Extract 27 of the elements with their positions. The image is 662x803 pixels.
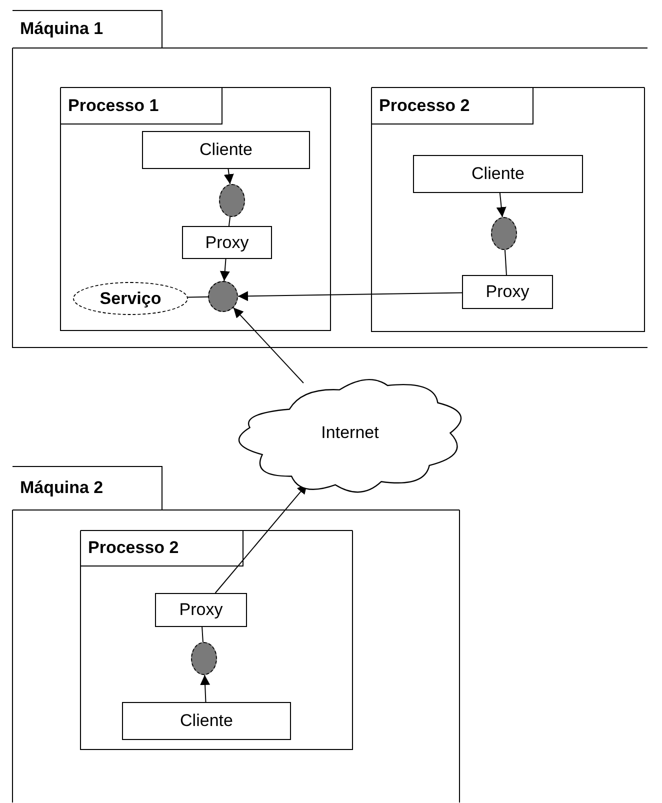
- component-box: Cliente: [122, 702, 291, 740]
- arrow: [496, 192, 506, 218]
- component-box: Cliente: [142, 131, 310, 169]
- connector-line: [187, 296, 208, 298]
- interface-ellipse: [491, 217, 517, 250]
- arrow: [224, 168, 234, 185]
- service-ellipse: Serviço: [73, 282, 188, 315]
- arrow: [238, 291, 462, 302]
- container-title: Processo 2: [88, 538, 179, 558]
- component-box: Proxy: [462, 275, 553, 309]
- component-box: Proxy: [155, 593, 247, 627]
- arrow: [220, 258, 230, 282]
- container-title: Máquina 2: [20, 478, 104, 498]
- interface-ellipse: [191, 642, 217, 675]
- cloud-label: Internet: [321, 423, 379, 443]
- connector-line: [228, 216, 231, 226]
- arrow: [232, 307, 304, 384]
- interface-ellipse: [219, 184, 245, 217]
- component-box: Proxy: [182, 226, 272, 259]
- container-title: Máquina 1: [20, 19, 104, 39]
- container-title: Processo 1: [68, 96, 159, 116]
- interface-ellipse: [208, 281, 238, 312]
- component-box: Cliente: [413, 155, 583, 193]
- arrow: [200, 674, 210, 702]
- connector-line: [504, 249, 507, 276]
- connector-line: [202, 626, 204, 643]
- container-title: Processo 2: [379, 96, 470, 116]
